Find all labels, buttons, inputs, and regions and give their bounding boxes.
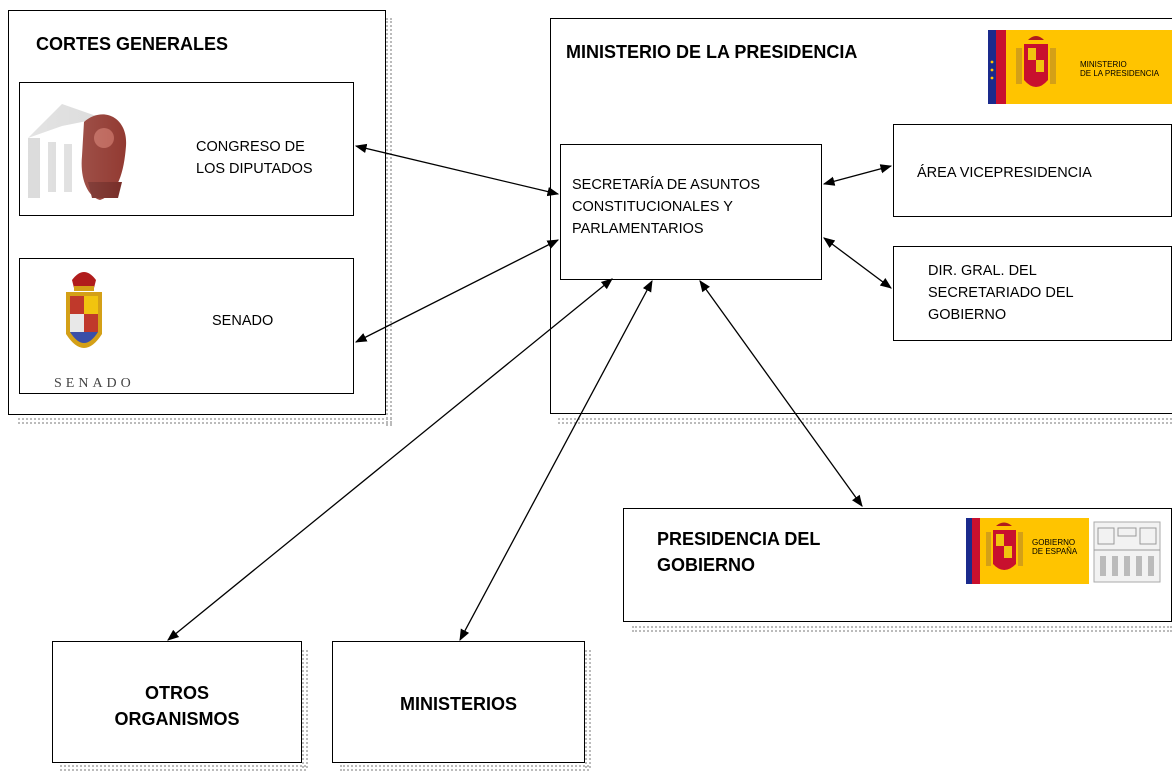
moncloa-building-icon — [1092, 518, 1162, 584]
ministerio-title: MINISTERIO DE LA PRESIDENCIA — [566, 42, 858, 62]
shadow — [558, 418, 1172, 424]
shadow — [302, 650, 308, 768]
senado-label: SENADO — [212, 313, 274, 329]
shadow — [60, 765, 306, 771]
vicepresidencia-label: ÁREA VICEPRESIDENCIA — [917, 165, 1092, 181]
senado-coat-of-arms-icon — [58, 262, 110, 374]
shadow — [18, 418, 392, 424]
congreso-logo-icon — [22, 86, 154, 212]
secretaria-box — [560, 144, 822, 280]
presidencia-title: PRESIDENCIA DEL GOBIERNO — [657, 529, 821, 575]
otros-organismos-label: OTROS ORGANISMOS — [114, 683, 240, 729]
otros-organismos-box — [52, 641, 302, 763]
shadow — [340, 765, 589, 771]
congreso-label: CONGRESO DE LOS DIPUTADOS — [196, 139, 313, 177]
ministerios-label: MINISTERIOS — [399, 694, 517, 714]
dirgral-label: DIR. GRAL. DEL SECRETARIADO DEL GOBIERNO — [928, 263, 1074, 323]
gobierno-logo-icon: GOBIERNO DE ESPAÑA — [966, 518, 1089, 584]
shadow — [632, 626, 1172, 632]
secretaria-label: SECRETARÍA DE ASUNTOS CONSTITUCIONALES Y… — [572, 177, 761, 237]
senado-logo-text: SENADO — [54, 376, 135, 391]
ministerio-logo-icon: MINISTERIO DE LA PRESIDENCIA — [988, 30, 1172, 104]
ministerios-box — [332, 641, 585, 763]
gobierno-logo-text: GOBIERNO DE ESPAÑA — [1032, 538, 1078, 556]
vicepresidencia-box — [893, 124, 1172, 217]
shadow — [386, 18, 392, 426]
shadow — [585, 650, 591, 768]
dirgral-box — [893, 246, 1172, 341]
cortes-generales-title: CORTES GENERALES — [36, 34, 229, 54]
ministerio-logo-text: MINISTERIO DE LA PRESIDENCIA — [1080, 60, 1160, 78]
